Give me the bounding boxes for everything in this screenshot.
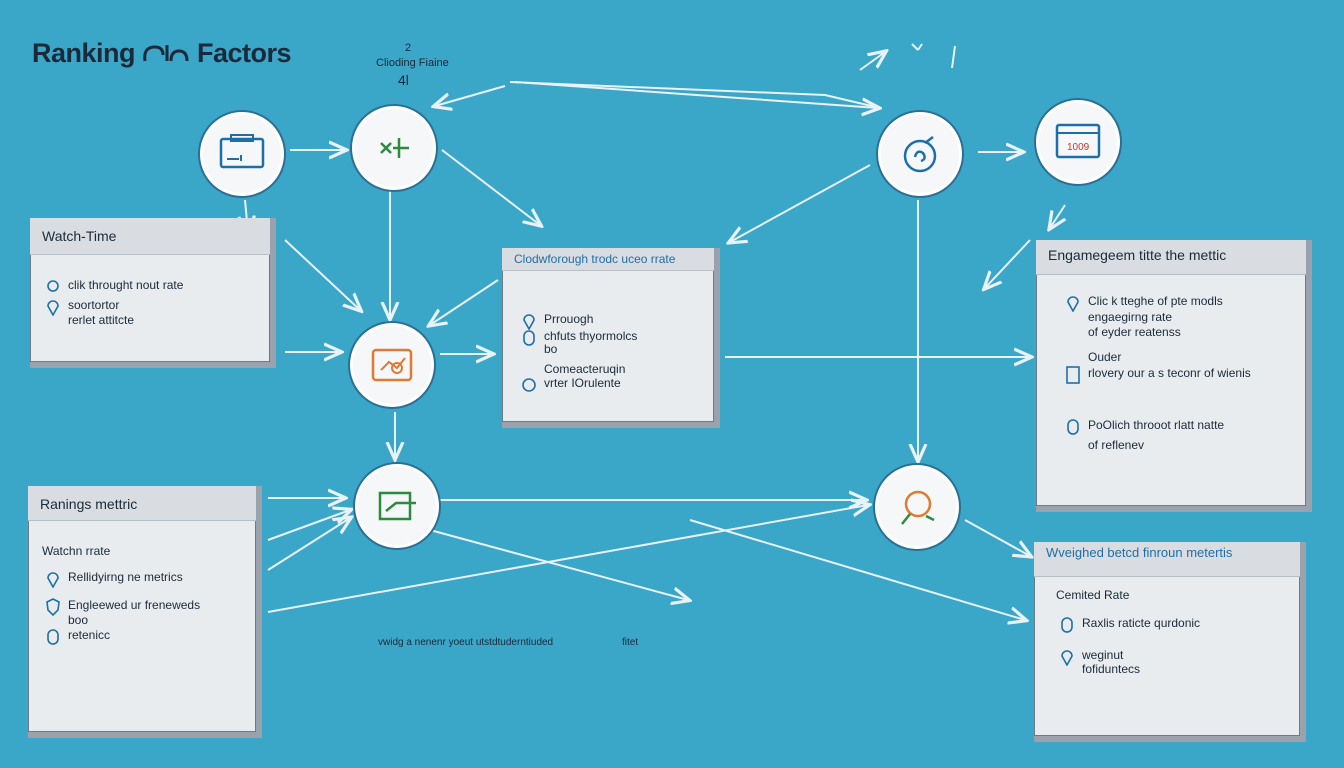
shield-icon [46, 598, 60, 616]
title-left: Ranking [32, 38, 136, 68]
card-watch-time-header: Watch-Time [30, 218, 270, 255]
card-rankings-header: Ranings mettric [28, 486, 256, 521]
info-icon [522, 378, 536, 392]
title-logo-icon [143, 45, 189, 62]
screen-icon [219, 134, 265, 169]
screen-node [200, 112, 284, 196]
card-watch-time: Watch-Time clik throught nout rate soort… [30, 218, 276, 368]
lock-icon [1061, 617, 1073, 633]
monitor-node: 1009 [1036, 100, 1120, 184]
marker-icon [523, 314, 535, 330]
diagram-title: Ranking Factors [32, 38, 292, 69]
code-node [352, 106, 436, 190]
code-icon [380, 138, 409, 158]
top-label-3: 4l [398, 72, 409, 88]
gauge-node [878, 112, 962, 196]
card-weighted: Wveighed betcd finroun metertis Cemited … [1034, 542, 1306, 742]
card-engagement: Engamegeem titte the mettic Clic k ttegh… [1036, 240, 1312, 512]
chart-node [350, 323, 434, 407]
lock-icon [47, 629, 59, 645]
lock-icon [523, 330, 535, 346]
marker-icon [1067, 296, 1079, 312]
search-icon [901, 490, 935, 525]
card-weighted-header: Wveighed betcd finroun metertis [1034, 542, 1300, 577]
door-icon [1066, 366, 1080, 384]
top-label-1: 2 [405, 42, 412, 54]
edit-node [355, 464, 439, 548]
card-engagement-header: Engamegeem titte the mettic [1036, 240, 1306, 275]
footer-note: vwidg a nenenr yoeut utstdtuderntiuded [378, 637, 554, 648]
card-rankings-metric: Ranings mettric Watchn rrate Rellidyirng… [28, 486, 262, 738]
top-label-2: Clioding Fiaine [376, 57, 449, 69]
title-right: Factors [197, 38, 292, 68]
marker-icon [1061, 650, 1073, 666]
card-click-through: Clodwforough trodc uceo rrate Prrouogh c… [502, 248, 720, 428]
gauge-icon [903, 136, 937, 173]
footer-note-right: fitet [622, 637, 639, 648]
search-node [875, 465, 959, 549]
lock-icon [1067, 419, 1079, 435]
card-click-through-header: Clodwforough trodc uceo rrate [502, 248, 714, 271]
edit-icon [378, 491, 416, 521]
marker-icon [47, 300, 59, 316]
monitor-value: 1009 [1067, 142, 1090, 153]
chart-icon [371, 348, 413, 382]
monitor-icon: 1009 [1055, 123, 1101, 159]
marker-icon [47, 572, 59, 588]
pin-icon [47, 280, 59, 292]
